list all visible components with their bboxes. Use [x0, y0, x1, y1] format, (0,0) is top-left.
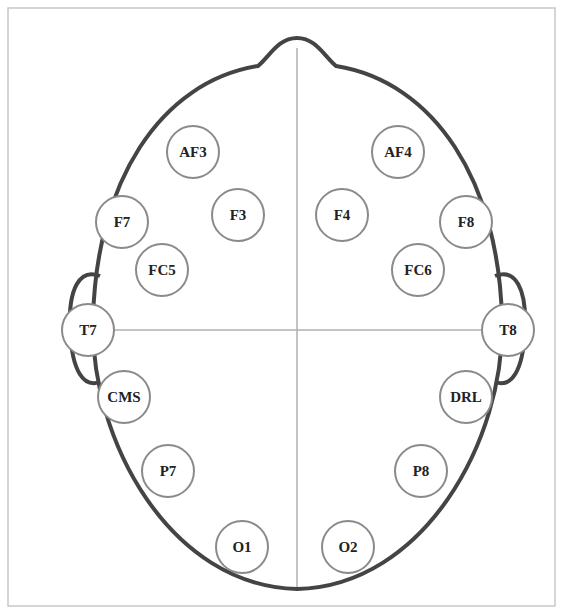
electrode-circle: P8: [394, 444, 448, 498]
electrode-label: F3: [230, 207, 247, 224]
electrode-label: P8: [413, 463, 430, 480]
electrode-circle: AF4: [371, 125, 425, 179]
electrode-circle: P7: [141, 444, 195, 498]
electrode-circle: O1: [215, 520, 269, 574]
electrode-label: F4: [334, 207, 351, 224]
electrode-circle: F4: [315, 188, 369, 242]
electrode-circle: F7: [95, 195, 149, 249]
electrode-label: O2: [338, 539, 357, 556]
electrode-circle: DRL: [439, 370, 493, 424]
electrode-label: AF3: [179, 144, 207, 161]
electrode-label: FC5: [148, 262, 176, 279]
electrode-circle: CMS: [97, 370, 151, 424]
electrode-label: F8: [458, 214, 475, 231]
frame: [8, 8, 555, 606]
electrode-label: F7: [114, 214, 131, 231]
electrode-circle: F8: [439, 195, 493, 249]
midline: [296, 48, 298, 588]
head-outline: [93, 38, 502, 589]
electrode-circle: FC5: [135, 243, 189, 297]
ear-line: [92, 329, 503, 331]
electrode-circle: FC6: [391, 243, 445, 297]
electrode-circle: O2: [321, 520, 375, 574]
electrode-circle: T8: [481, 303, 535, 357]
electrode-circle: F3: [211, 188, 265, 242]
electrode-circle: AF3: [166, 125, 220, 179]
electrode-label: FC6: [404, 262, 432, 279]
electrode-label: T7: [79, 322, 97, 339]
electrode-label: T8: [499, 322, 517, 339]
electrode-circle: T7: [61, 303, 115, 357]
electrode-label: CMS: [107, 389, 140, 406]
electrode-label: P7: [160, 463, 177, 480]
electrode-label: DRL: [450, 389, 482, 406]
electrode-label: O1: [232, 539, 251, 556]
electrode-label: AF4: [384, 144, 412, 161]
